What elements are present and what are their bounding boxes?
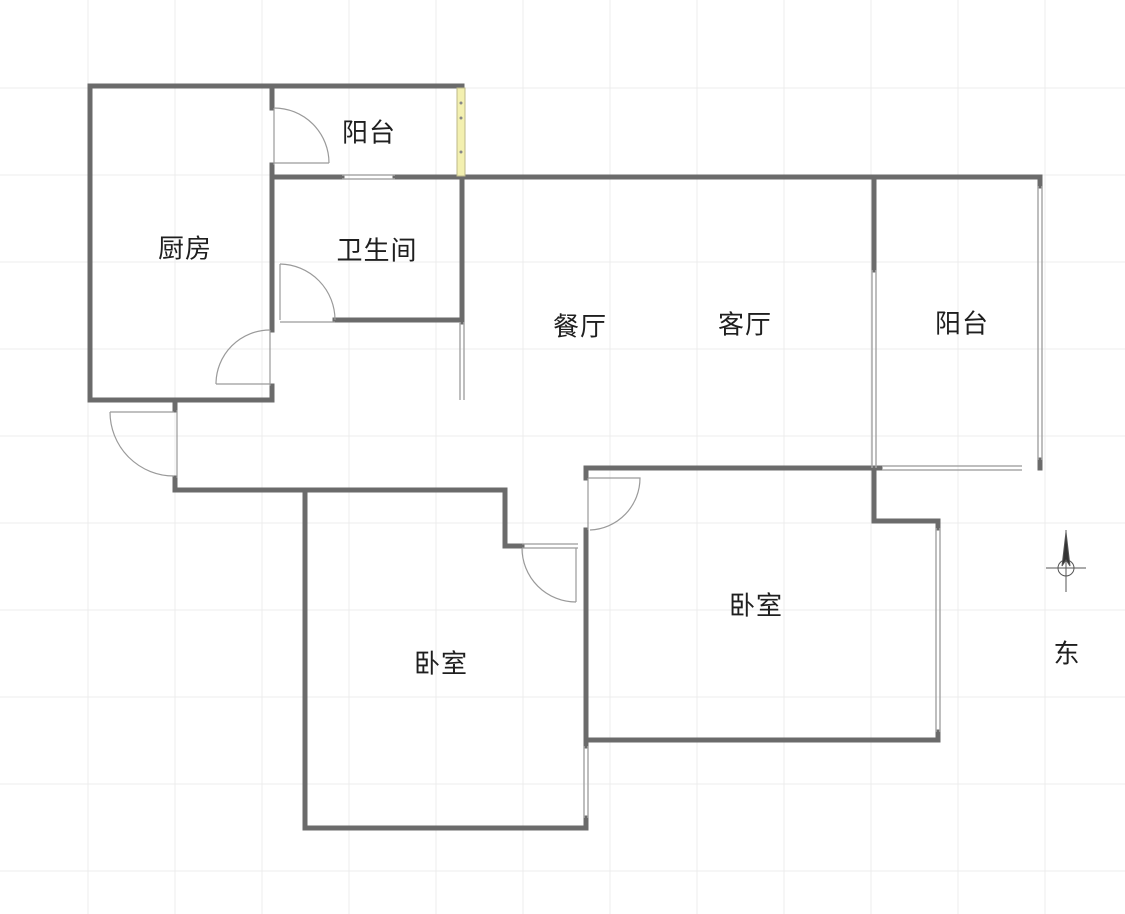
doors	[109, 107, 641, 603]
label-balcony-east: 阳台	[934, 309, 990, 340]
compass-direction-label: 东	[1053, 639, 1081, 670]
label-bedroom-right: 卧室	[728, 591, 784, 622]
door-bedroom-right	[587, 477, 641, 531]
windows	[342, 174, 1043, 818]
label-bathroom: 卫生间	[336, 236, 418, 267]
label-bedroom-left: 卧室	[413, 649, 469, 680]
door-balcony-north	[273, 107, 330, 165]
window-balcony-east	[1037, 186, 1043, 460]
window-living-partition	[459, 322, 465, 400]
label-dining-room: 餐厅	[552, 312, 608, 343]
door-bedroom-left	[521, 543, 578, 603]
door-kitchen	[215, 329, 271, 386]
compass-icon	[1046, 530, 1086, 592]
window-bathroom-north	[342, 174, 395, 180]
door-bathroom	[279, 263, 336, 323]
walls	[87, 83, 1043, 831]
window-balcony-south	[882, 465, 1022, 471]
label-balcony-north: 阳台	[341, 118, 397, 149]
door-entrance	[109, 410, 178, 478]
label-kitchen: 厨房	[157, 234, 213, 265]
window-living-east	[871, 270, 877, 468]
window-bedroom-left-east	[583, 746, 589, 818]
sliding-door-balcony	[456, 87, 466, 177]
label-living-room: 客厅	[717, 310, 773, 341]
window-bedroom-right-east	[935, 528, 941, 732]
